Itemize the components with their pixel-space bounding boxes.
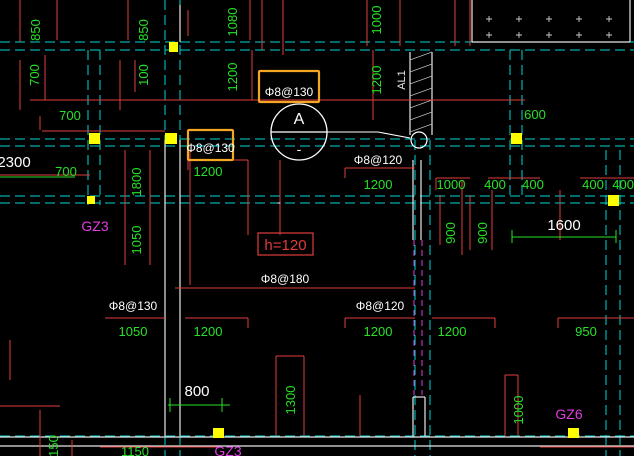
rebar-label-row2-right: Φ8@120 xyxy=(356,299,405,313)
dim-top-1000: 1000 xyxy=(369,6,384,35)
dim-row2-950: 950 xyxy=(575,324,597,339)
leader-circle xyxy=(410,131,428,149)
dim-mid-1200-a: 1200 xyxy=(194,164,223,179)
dim-top-100: 100 xyxy=(136,64,151,86)
dim-r-400-c: 400 xyxy=(582,177,604,192)
dim-left-700-b: 700 xyxy=(55,164,77,179)
dim-top-1200-b: 1200 xyxy=(369,66,384,95)
tag-al1: AL1 xyxy=(396,70,408,90)
dim-mid-1200-b: 1200 xyxy=(364,177,393,192)
crosshatch-area xyxy=(486,16,612,38)
dim-top-1080: 1080 xyxy=(225,8,240,37)
column-markers xyxy=(87,42,619,438)
dim-top-700-left: 700 xyxy=(27,64,42,86)
dim-bottom-1150: 1150 xyxy=(121,444,149,456)
tag-gz-bottom: GZ3 xyxy=(214,443,241,456)
dim-row2-1200-a: 1200 xyxy=(194,324,223,339)
magenta-dashed xyxy=(413,240,423,395)
dim-bottom-1000: 1000 xyxy=(511,396,526,425)
thickness-box[interactable] xyxy=(257,232,314,256)
dim-top-1200-a: 1200 xyxy=(225,63,240,92)
tag-gz3: GZ3 xyxy=(81,218,108,234)
dim-left-700-a: 700 xyxy=(59,108,81,123)
dim-r-400-a: 400 xyxy=(484,177,506,192)
dim-r-900-a: 900 xyxy=(443,222,458,244)
dim-row2-1200-b: 1200 xyxy=(364,324,393,339)
dim-mid-1800: 1800 xyxy=(129,168,144,197)
rebar-label-center: Φ8@180 xyxy=(261,272,310,286)
dim-top-850-mid: 850 xyxy=(136,19,151,41)
dim-mid-1050-v: 1050 xyxy=(129,226,144,255)
dim-top-850-left: 850 xyxy=(28,19,43,41)
dim-row2-1050: 1050 xyxy=(119,324,148,339)
dim-bottom-1300: 1300 xyxy=(283,386,298,415)
rebar-label-mid-right: Φ8@120 xyxy=(354,153,403,167)
dimension-lines xyxy=(0,176,617,412)
highlight-box-top[interactable] xyxy=(257,69,321,104)
section-leader xyxy=(327,131,411,139)
dim-row2-1200-c: 1200 xyxy=(438,324,467,339)
section-mark-a[interactable]: A - xyxy=(270,103,328,161)
dim-bottom-150: 150 xyxy=(46,435,61,456)
rebar-label-boxed-left: Φ8@130 xyxy=(186,141,235,155)
section-sub: - xyxy=(297,141,302,157)
dim-left-2300: 2300 xyxy=(0,154,31,171)
dim-r-600: 600 xyxy=(524,107,546,122)
dim-r-1600: 1600 xyxy=(547,217,580,234)
dim-bottom-800: 800 xyxy=(184,383,209,400)
thickness-label: h=120 xyxy=(264,237,306,254)
tag-gz6: GZ6 xyxy=(555,406,582,422)
small-tick-mark: - xyxy=(277,195,281,209)
dim-r-400-d: 400 xyxy=(612,177,634,192)
section-letter: A xyxy=(294,111,305,128)
dim-r-900-b: 900 xyxy=(475,222,490,244)
dim-r-400-b: 400 xyxy=(522,177,544,192)
highlight-box-left[interactable] xyxy=(186,128,235,162)
rebar-label-row2-left: Φ8@130 xyxy=(109,299,158,313)
rebar-label-boxed-top: Φ8@130 xyxy=(265,85,314,99)
dim-r-1000: 1000 xyxy=(437,177,466,192)
hatched-wall xyxy=(409,51,433,133)
